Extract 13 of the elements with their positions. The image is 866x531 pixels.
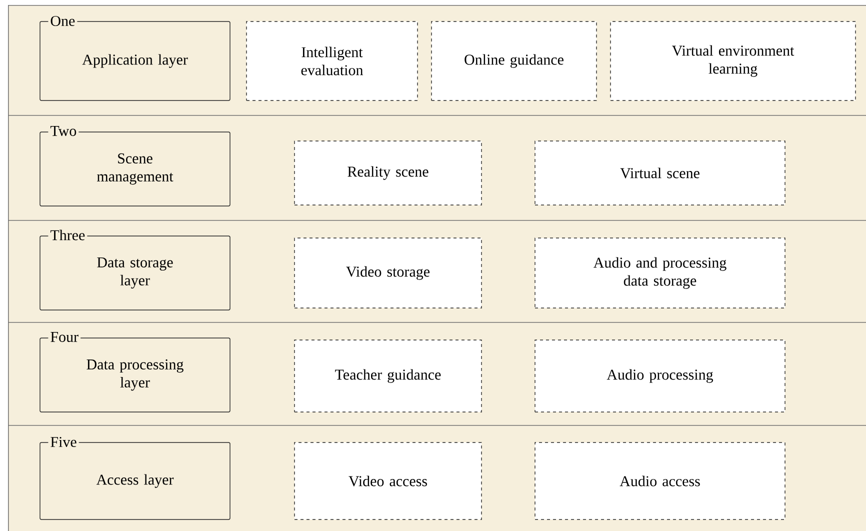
component-box: Audio and processing data storage	[534, 238, 786, 308]
component-box: Video storage	[294, 238, 482, 308]
layer-heading: One	[48, 14, 78, 28]
component-box: Intelligent evaluation	[246, 21, 418, 101]
component-box: Teacher guidance	[294, 340, 482, 412]
layer-heading: Five	[48, 434, 79, 450]
component-box: Reality scene	[294, 140, 482, 206]
component-box: Video access	[294, 442, 482, 520]
component-box: Virtual scene	[534, 140, 786, 206]
component-box: Online guidance	[431, 21, 597, 101]
component-box: Audio access	[534, 442, 786, 520]
component-box: Audio processing	[534, 340, 786, 412]
component-box: Virtual environment learning	[610, 21, 856, 101]
